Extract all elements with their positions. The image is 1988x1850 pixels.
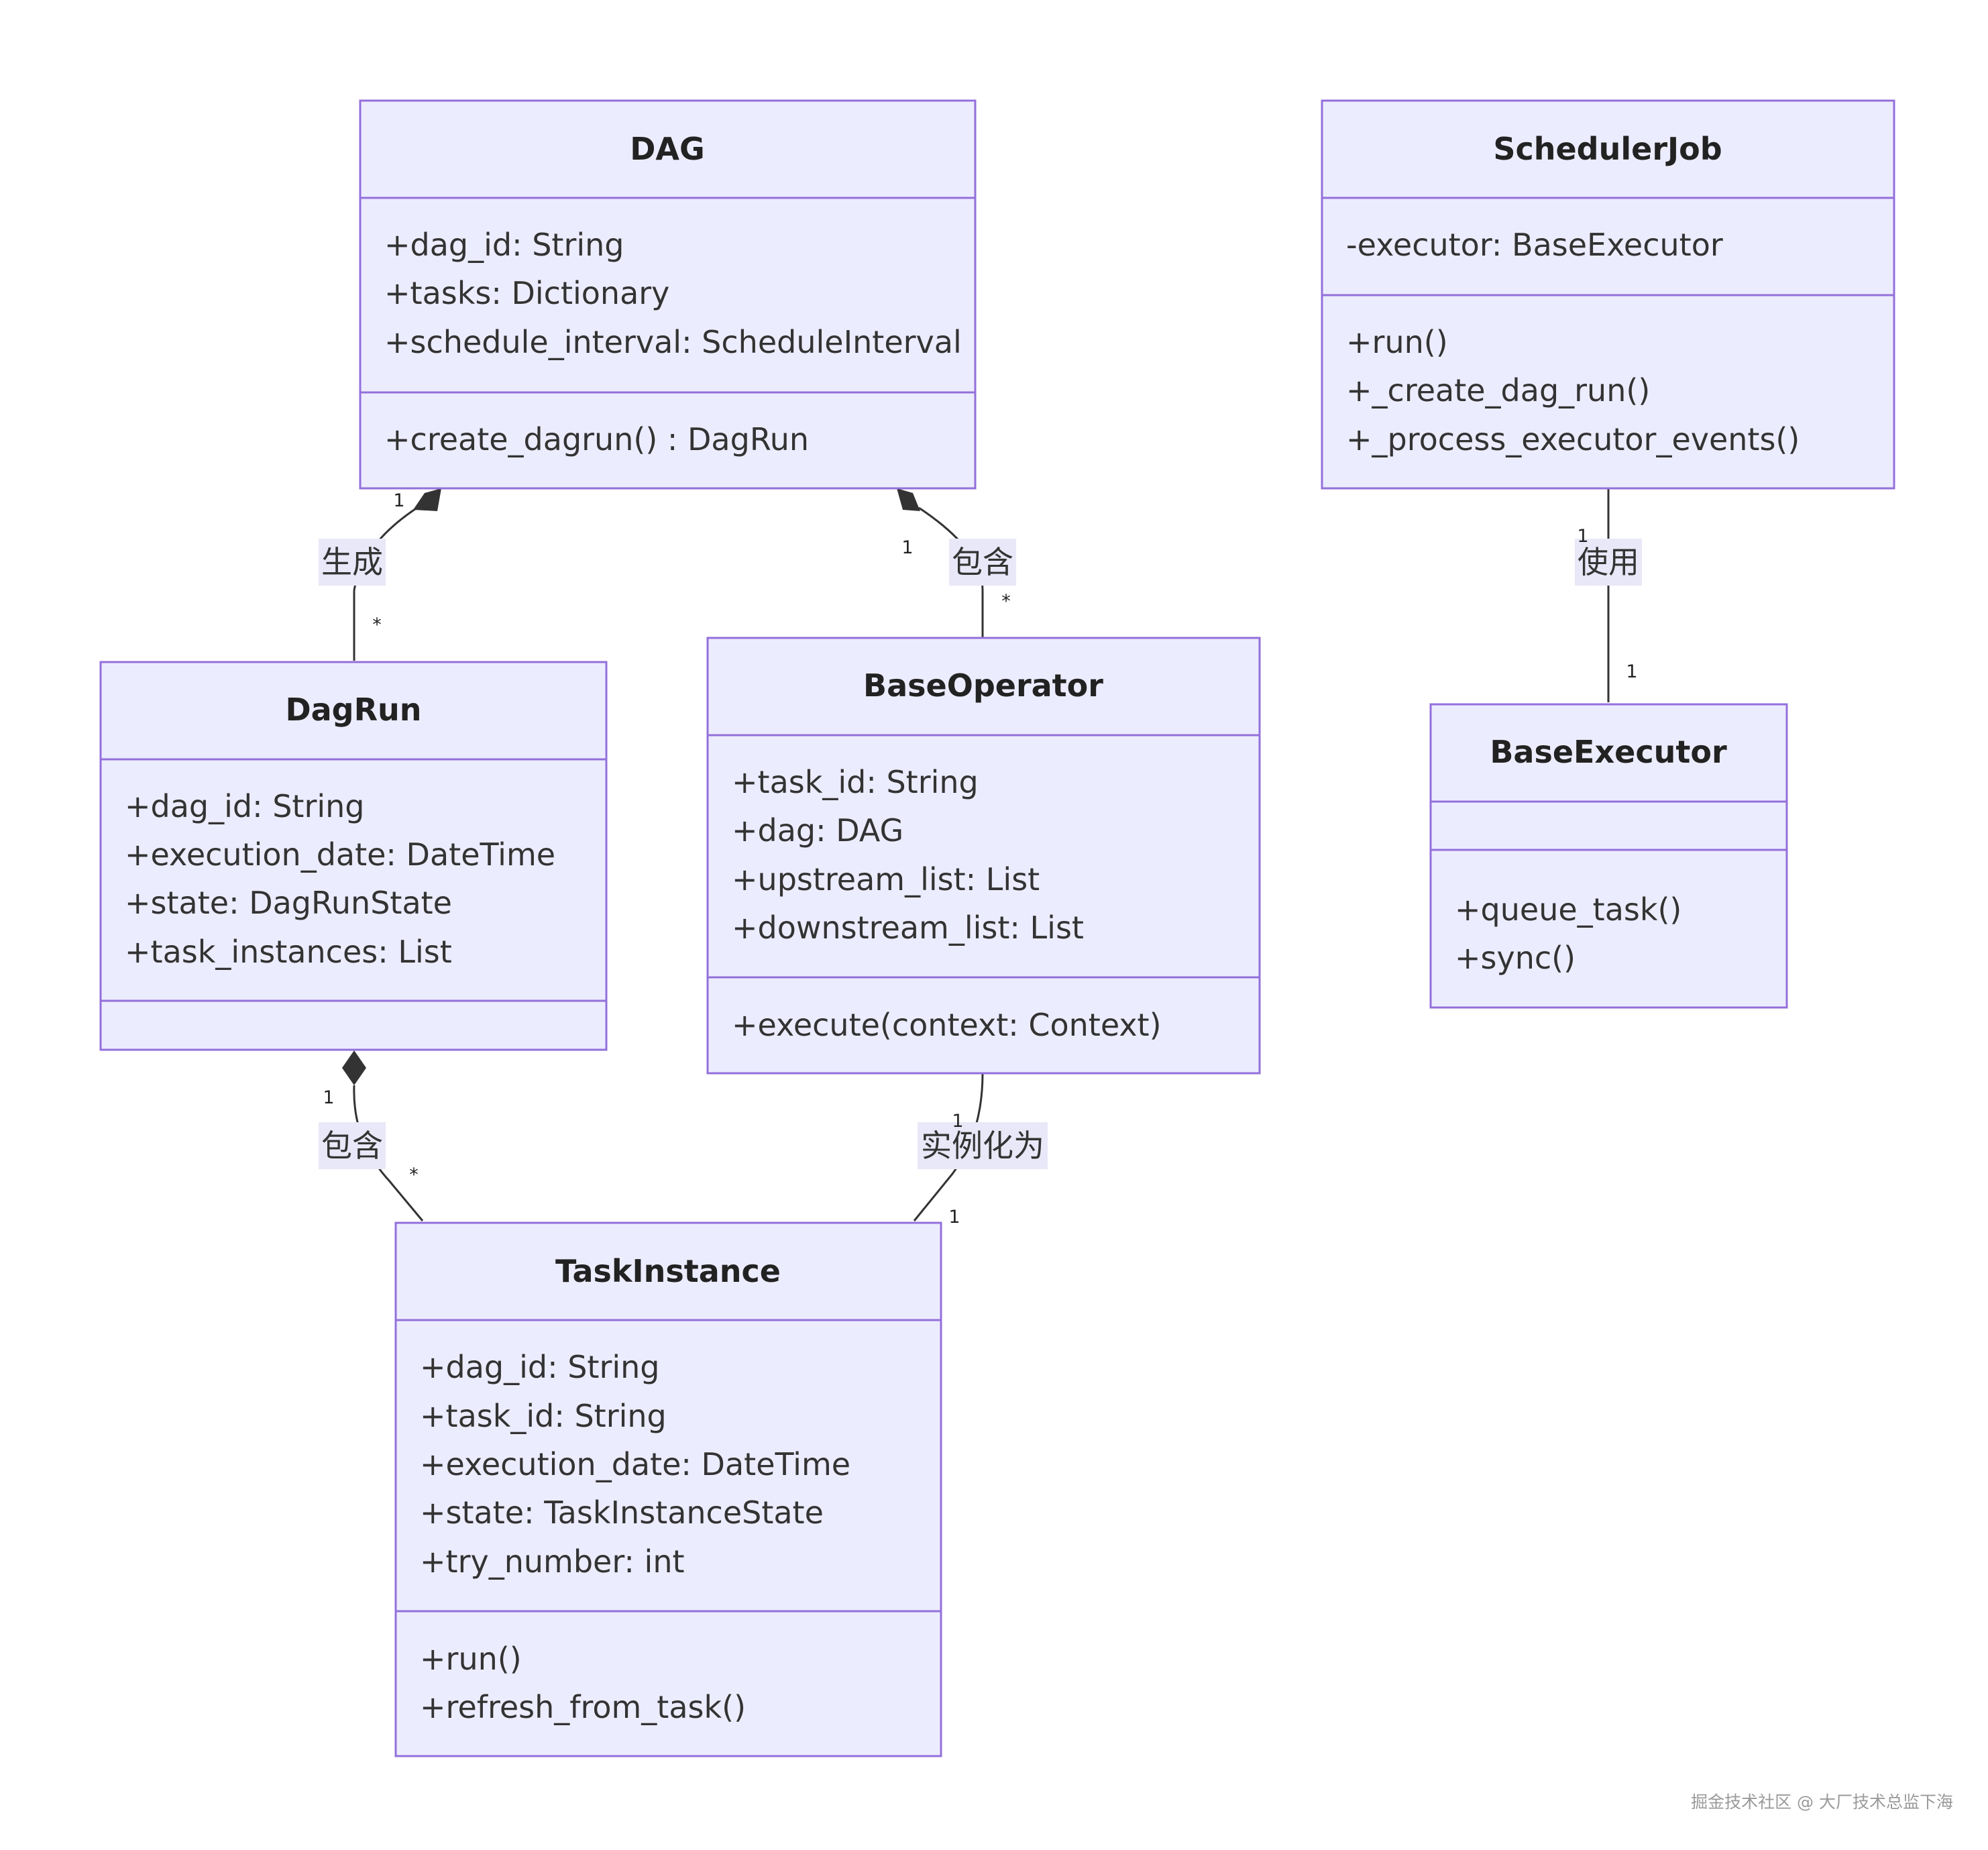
method: +run() [1346,324,1448,360]
relation-label-dag-dagrun: 生成 [321,544,383,580]
class-dag: DAG +dag_id: String +tasks: Dictionary +… [359,99,977,490]
attribute: +dag_id: String [125,788,365,824]
card-dag-operator-to: * [1001,591,1011,612]
card-scheduler-executor-from: 1 [1577,526,1588,547]
class-box-base-executor [1429,703,1788,1009]
method: +queue_task() [1455,891,1681,928]
method: +run() [420,1641,522,1677]
card-dagrun-taskinstance-from: 1 [323,1087,334,1108]
card-dag-dagrun-from: 1 [393,490,404,511]
card-dag-dagrun-to: * [372,614,382,635]
label-bg-scheduler-executor [1575,539,1642,586]
class-box-base-operator [706,637,1261,1075]
class-task-instance: TaskInstance +dag_id: String +task_id: S… [394,1221,942,1757]
attribute: +schedule_interval: ScheduleInterval [384,324,962,360]
class-name: DAG [630,131,705,167]
watermark-text: 掘金技术社区 @ 大厂技术总监下海 [1691,1792,1953,1812]
relation-label-scheduler-executor: 使用 [1578,544,1639,580]
relation-labels: 生成 包含 使用 包含 实例化为 [319,539,1642,1169]
relation-label-dagrun-taskinstance: 包含 [321,1128,383,1164]
attribute: +execution_date: DateTime [125,836,555,873]
card-scheduler-executor-to: 1 [1626,661,1637,682]
attribute: +execution_date: DateTime [420,1446,850,1482]
class-base-operator: BaseOperator +task_id: String +dag: DAG … [706,637,1261,1075]
relation-label-dag-operator: 包含 [952,544,1013,580]
attribute: +downstream_list: List [732,910,1084,946]
class-name: BaseExecutor [1490,734,1727,770]
class-name: SchedulerJob [1493,131,1722,167]
class-scheduler-job: SchedulerJob -executor: BaseExecutor +ru… [1321,99,1895,490]
attribute: +task_id: String [420,1398,667,1434]
label-bg-dag-dagrun [319,539,386,586]
method: +sync() [1455,940,1576,976]
attribute: +dag_id: String [384,227,624,263]
cardinalities: 1 * 1 * 1 1 1 * 1 1 [323,490,1637,1228]
method: +refresh_from_task() [420,1689,746,1725]
composition-diamond-dagrun-taskinstance [342,1050,366,1085]
label-bg-operator-taskinstance [918,1122,1048,1169]
attribute: +state: DagRunState [125,885,452,921]
attribute: +dag_id: String [420,1349,660,1385]
class-name: BaseOperator [863,667,1103,704]
method: +_process_executor_events() [1346,421,1800,457]
card-operator-taskinstance-from: 1 [952,1111,963,1132]
class-box-dag [359,99,977,490]
attribute: +task_instances: List [125,934,452,970]
class-box-task-instance [394,1221,942,1757]
composition-diamond-dag-operator [897,488,920,511]
card-dag-operator-from: 1 [901,537,913,558]
composition-diamond-dag-dagrun [413,488,441,511]
attribute: -executor: BaseExecutor [1346,227,1723,263]
attribute: +state: TaskInstanceState [420,1494,824,1531]
label-bg-dagrun-taskinstance [319,1122,386,1169]
attribute: +tasks: Dictionary [384,275,669,311]
method: +_create_dag_run() [1346,372,1650,409]
method: +execute(context: Context) [732,1007,1162,1043]
attribute: +try_number: int [420,1543,685,1580]
class-name: TaskInstance [555,1253,781,1289]
attribute: +upstream_list: List [732,861,1040,897]
class-box-dagrun [99,661,608,1051]
class-name: DagRun [285,692,421,728]
card-dagrun-taskinstance-to: * [409,1164,419,1185]
class-base-executor: BaseExecutor +queue_task() +sync() [1429,703,1788,1009]
attribute: +task_id: String [732,764,979,800]
relation-label-operator-taskinstance: 实例化为 [921,1128,1044,1164]
class-dagrun: DagRun +dag_id: String +execution_date: … [99,661,608,1051]
label-bg-dag-operator [949,539,1016,586]
card-operator-taskinstance-to: 1 [948,1207,960,1228]
method: +create_dagrun() : DagRun [384,421,809,457]
attribute: +dag: DAG [732,812,903,849]
